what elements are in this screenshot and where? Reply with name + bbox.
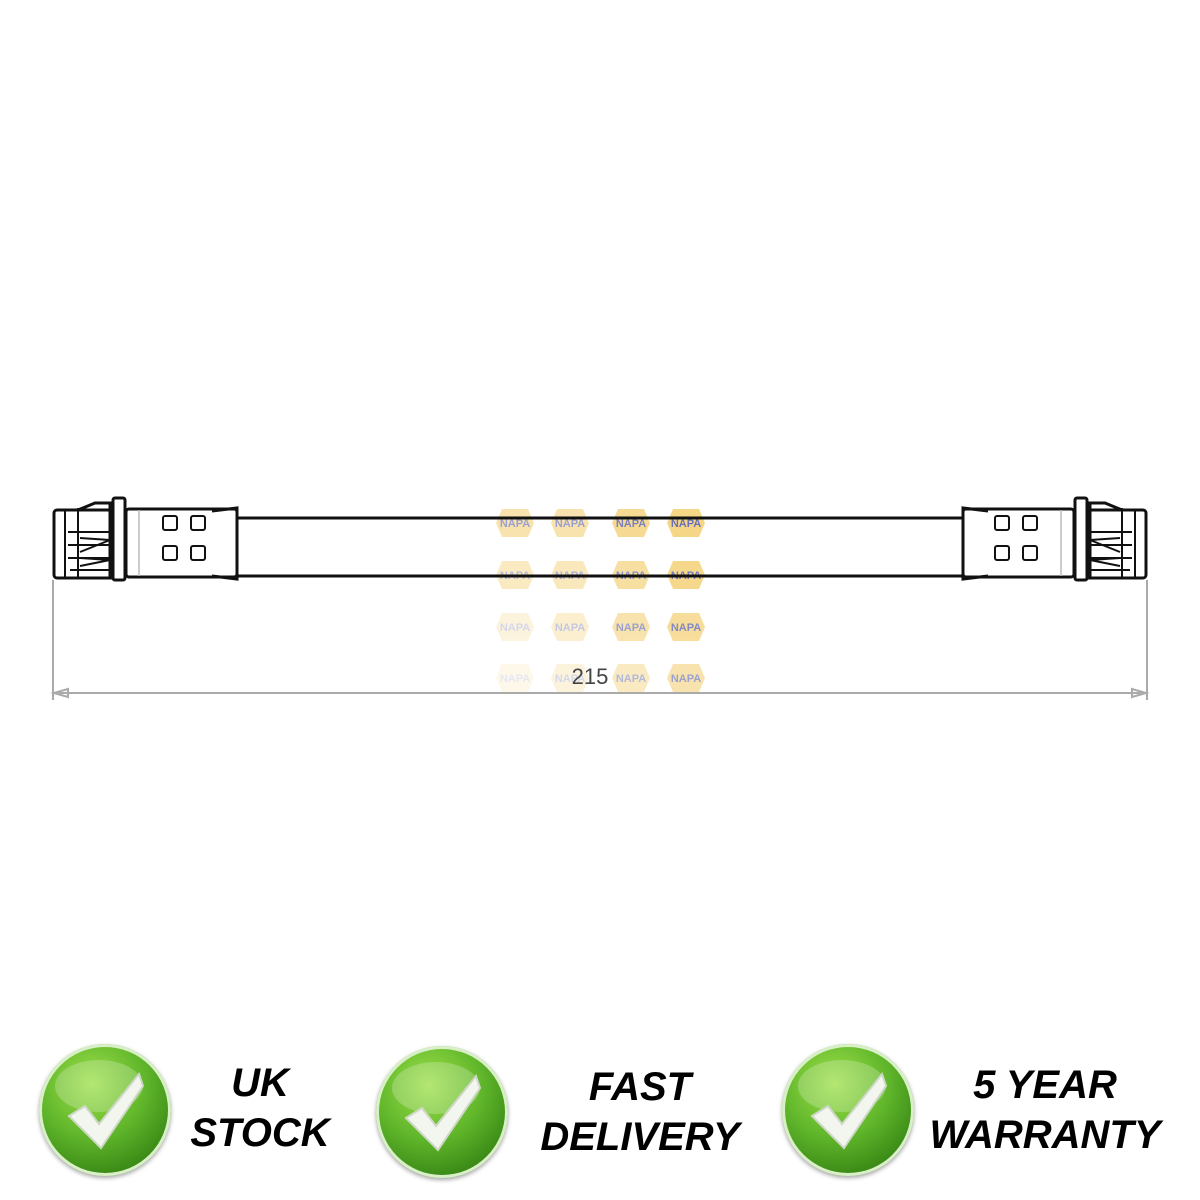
green-check-icon xyxy=(376,1046,508,1178)
badge-line1: UK xyxy=(231,1061,289,1105)
badge-5-year-warranty: 5 YEAR WARRANTY xyxy=(780,1040,1200,1190)
right-fitting xyxy=(961,496,1148,582)
napa-logo: NAPA xyxy=(612,613,650,641)
napa-logo: NAPA xyxy=(496,664,534,692)
svg-text:NAPA: NAPA xyxy=(671,673,701,685)
napa-logo: NAPA xyxy=(551,613,589,641)
svg-text:NAPA: NAPA xyxy=(555,622,585,634)
svg-text:NAPA: NAPA xyxy=(616,673,646,685)
napa-logo: NAPA xyxy=(496,613,534,641)
svg-text:NAPA: NAPA xyxy=(671,518,701,530)
svg-text:NAPA: NAPA xyxy=(500,622,530,634)
dimension-line xyxy=(50,580,1150,700)
svg-text:NAPA: NAPA xyxy=(616,518,646,530)
napa-logo: NAPA xyxy=(612,664,650,692)
green-check-icon xyxy=(39,1044,171,1176)
svg-text:NAPA: NAPA xyxy=(555,518,585,530)
napa-logo: NAPA xyxy=(496,509,534,537)
left-fitting xyxy=(52,496,239,582)
badge-line2: STOCK xyxy=(190,1111,330,1155)
badge-line1: 5 YEAR xyxy=(973,1063,1117,1107)
badge-line2: WARRANTY xyxy=(929,1113,1161,1157)
svg-text:NAPA: NAPA xyxy=(671,622,701,634)
dimension-label: 215 xyxy=(572,664,609,689)
hose-tube xyxy=(237,516,963,578)
napa-logo: NAPA xyxy=(667,664,705,692)
badge-line2: DELIVERY xyxy=(540,1115,740,1159)
arrow-left-icon xyxy=(50,687,69,699)
svg-text:NAPA: NAPA xyxy=(500,673,530,685)
svg-text:NAPA: NAPA xyxy=(500,518,530,530)
napa-logo: NAPA xyxy=(667,509,705,537)
arrow-right-icon xyxy=(1131,687,1150,699)
napa-logo: NAPA xyxy=(667,613,705,641)
napa-logo: NAPA xyxy=(551,664,589,692)
napa-watermark: NAPA NAPA NAPA NAPA NAPA NAPA NAPA NAPA NAPA NAPA… xyxy=(496,509,705,692)
badge-line1: FAST xyxy=(588,1065,692,1109)
napa-logo: NAPA xyxy=(551,509,589,537)
badge-uk-stock: UK STOCK xyxy=(0,1040,360,1190)
napa-logo: NAPA xyxy=(612,509,650,537)
svg-text:NAPA: NAPA xyxy=(616,622,646,634)
badge-fast-delivery: FAST DELIVERY xyxy=(360,1040,780,1190)
green-check-icon xyxy=(782,1044,914,1176)
svg-text:NAPA: NAPA xyxy=(555,673,585,685)
